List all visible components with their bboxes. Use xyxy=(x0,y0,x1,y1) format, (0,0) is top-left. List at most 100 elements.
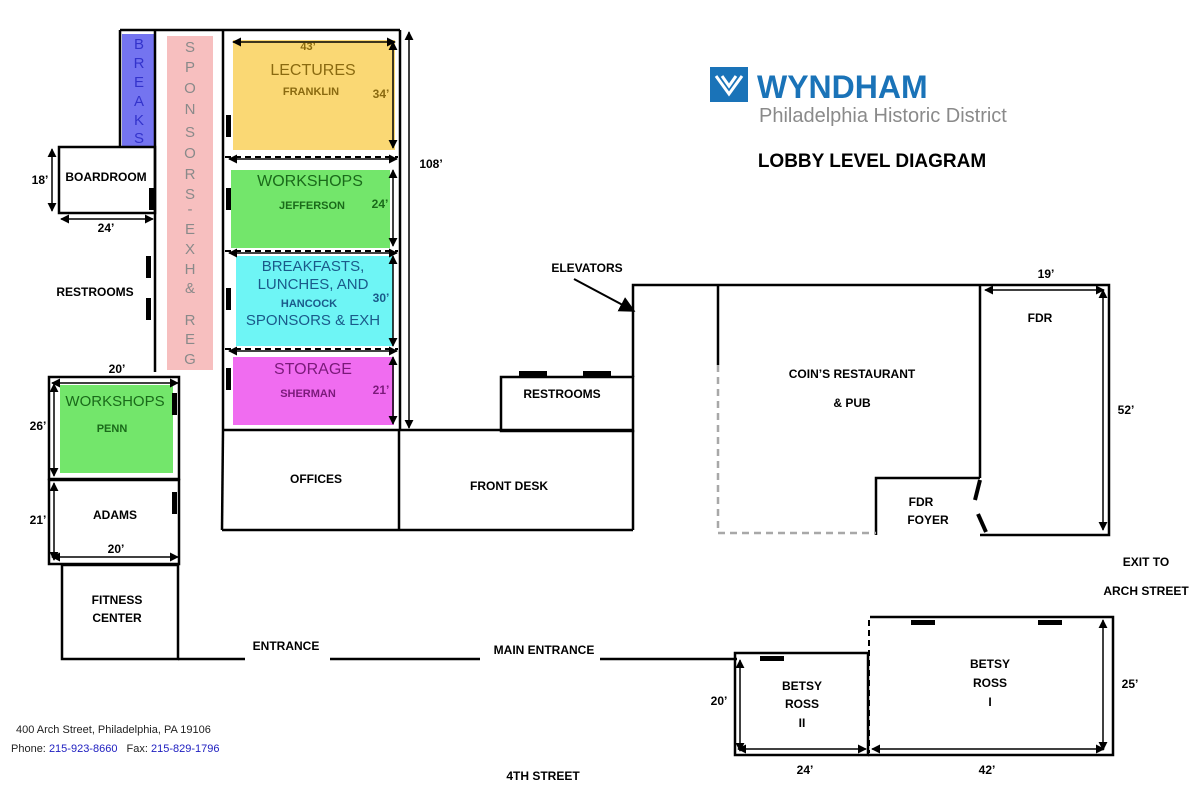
sponsors-letter: E xyxy=(185,331,195,348)
contact-phone-line: Phone: 215-923-8660 Fax: 215-829-1796 xyxy=(11,743,220,755)
sponsors-label: S P O N S O R S - E X H & R E G xyxy=(184,39,196,368)
sponsors-letter: O xyxy=(184,145,196,162)
brand-subtitle: Philadelphia Historic District xyxy=(759,105,1007,127)
franklin-room[interactable] xyxy=(233,40,395,150)
sponsors-exh-reg-area[interactable] xyxy=(167,36,213,370)
jefferson-depth-label: 24’ xyxy=(372,197,389,211)
dimension-lines xyxy=(47,31,1108,754)
penn-name: PENN xyxy=(97,423,128,435)
fitness-label-line-2: CENTER xyxy=(92,611,142,625)
franklin-width-label: 43’ xyxy=(300,41,315,53)
restaurant-dashed-boundary xyxy=(716,365,876,535)
breaks-letter: A xyxy=(134,93,144,110)
adams-label: ADAMS xyxy=(93,508,137,522)
sponsors-letter: S xyxy=(185,39,195,56)
sponsors-letter: S xyxy=(185,186,195,203)
penn-title: WORKSHOPS xyxy=(65,393,164,410)
wing-length-label: 108’ xyxy=(419,157,442,171)
penn-depth-label: 26’ xyxy=(30,419,47,433)
fdr-label: FDR xyxy=(1028,311,1053,325)
breaks-letter: R xyxy=(134,55,145,72)
elevators-pointer-arrow xyxy=(573,278,636,312)
sponsors-letter: O xyxy=(184,80,196,97)
elevators-label: ELEVATORS xyxy=(551,261,622,275)
breaks-letter: K xyxy=(134,112,144,129)
sponsors-letter: E xyxy=(185,221,195,238)
front-desk-label: FRONT DESK xyxy=(470,479,548,493)
boardroom-label: BOARDROOM xyxy=(65,170,146,184)
main-entrance-label[interactable]: MAIN ENTRANCE xyxy=(494,643,595,657)
sherman-room[interactable] xyxy=(233,357,394,425)
betsy-ross-2-depth-label: 20’ xyxy=(711,694,728,708)
sponsors-letter: R xyxy=(185,312,196,329)
lectures-title: LECTURES xyxy=(270,62,355,79)
restrooms-center-label: RESTROOMS xyxy=(523,387,600,401)
storage-depth-label: 21’ xyxy=(373,383,390,397)
jefferson-room[interactable] xyxy=(231,170,390,248)
betsy-ross-1-line-3: I xyxy=(988,695,991,709)
contact-address: 400 Arch Street, Philadelphia, PA 19106 xyxy=(16,724,211,736)
franklin-name: FRANKLIN xyxy=(283,86,339,98)
sponsors-letter: R xyxy=(185,166,196,183)
boardroom-depth-label: 18’ xyxy=(32,173,49,187)
boardroom-width-label: 24’ xyxy=(98,221,115,235)
storage-title: STORAGE xyxy=(274,361,352,378)
betsy-ross-1-line-1: BETSY xyxy=(970,657,1010,671)
breaks-area[interactable] xyxy=(122,34,155,147)
phone-label: Phone: xyxy=(11,743,46,755)
restaurant-label-line-1: COIN’S RESTAURANT xyxy=(789,367,916,381)
restrooms-west-label: RESTROOMS xyxy=(56,285,133,299)
entrance-label[interactable]: ENTRANCE xyxy=(253,639,320,653)
sponsors-letter: & xyxy=(185,280,195,297)
fdr-foyer-line-2: FOYER xyxy=(907,513,949,527)
betsy-ross-2-line-3: II xyxy=(799,716,806,730)
fdr-depth-label: 52’ xyxy=(1118,403,1135,417)
exit-label-line-1: EXIT TO xyxy=(1123,555,1169,569)
jefferson-title: WORKSHOPS xyxy=(257,173,363,190)
offices-label: OFFICES xyxy=(290,472,342,486)
hancock-room[interactable] xyxy=(236,256,393,346)
restaurant-label-line-2: & PUB xyxy=(833,396,871,410)
betsy-ross-1-depth-label: 25’ xyxy=(1122,677,1139,691)
hancock-name: HANCOCK xyxy=(281,298,337,310)
jefferson-name: JEFFERSON xyxy=(279,200,345,212)
walls xyxy=(47,28,1115,757)
sponsors-letter: H xyxy=(185,261,196,278)
wyndham-logo-mark xyxy=(714,75,744,97)
adams-depth-label: 21’ xyxy=(30,513,47,527)
penn-width-label: 20’ xyxy=(109,362,126,376)
sponsors-letter: - xyxy=(188,201,193,218)
hancock-subtitle: SPONSORS & EXH xyxy=(246,312,380,329)
hancock-title-line-2: LUNCHES, AND xyxy=(258,276,369,293)
betsy-ross-1-width-label: 42’ xyxy=(979,763,996,777)
sponsors-letter: X xyxy=(185,241,195,258)
fax-label: Fax: xyxy=(127,743,148,755)
exit-label-line-2: ARCH STREET xyxy=(1103,584,1189,598)
betsy-ross-2-line-1: BETSY xyxy=(782,679,822,693)
phone-number[interactable]: 215-923-8660 xyxy=(49,743,118,755)
fdr-width-label: 19’ xyxy=(1038,267,1055,281)
sponsors-letter: G xyxy=(184,351,196,368)
doors[interactable] xyxy=(146,115,1062,661)
breaks-label: B R E A K S xyxy=(134,36,145,147)
breaks-letter: S xyxy=(134,130,144,147)
breaks-letter: B xyxy=(134,36,144,53)
betsy-ross-2-width-label: 24’ xyxy=(797,763,814,777)
franklin-depth-label: 34’ xyxy=(373,87,390,101)
brand-name: WYNDHAM xyxy=(757,69,928,105)
fitness-label-line-1: FITNESS xyxy=(92,593,143,607)
fdr-foyer-line-1: FDR xyxy=(909,495,934,509)
fdr-double-door[interactable] xyxy=(973,479,988,533)
sponsors-letter: N xyxy=(185,101,196,118)
wyndham-logo xyxy=(710,67,748,102)
street-label: 4TH STREET xyxy=(506,769,580,783)
fax-number[interactable]: 215-829-1796 xyxy=(151,743,220,755)
sponsors-letter: S xyxy=(185,124,195,141)
betsy-ross-2-line-2: ROSS xyxy=(785,697,819,711)
betsy-ross-1-line-2: ROSS xyxy=(973,676,1007,690)
hancock-title-line-1: BREAKFASTS, xyxy=(262,258,365,275)
breaks-letter: E xyxy=(134,74,144,91)
penn-room[interactable] xyxy=(60,385,173,473)
sponsors-letter: P xyxy=(185,59,195,76)
